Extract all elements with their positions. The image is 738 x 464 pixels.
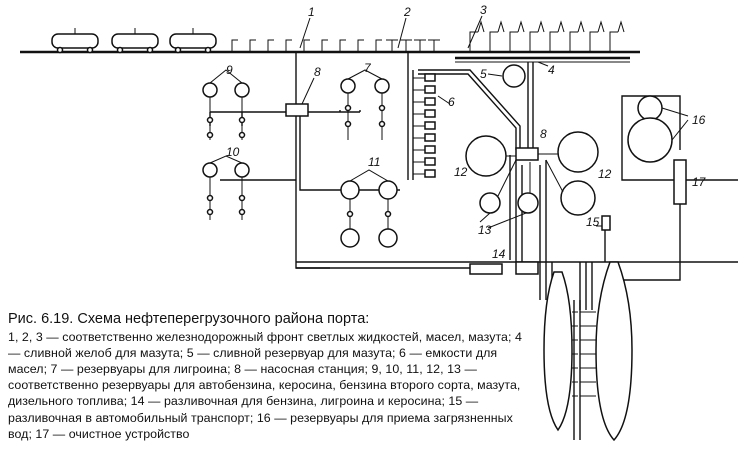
label-14: 14 xyxy=(492,247,506,261)
tank-car xyxy=(169,28,217,54)
label-1: 1 xyxy=(308,5,315,19)
label-15: 15 xyxy=(586,215,600,229)
callout-labels: 1 2 3 4 xyxy=(299,3,555,77)
label-3: 3 xyxy=(480,3,487,17)
pump-station-left xyxy=(285,103,309,117)
label-8-right: 8 xyxy=(540,127,547,141)
filling-station-14 xyxy=(469,263,503,275)
drain-trough-4 xyxy=(455,56,630,63)
waste-water-tanks-16: 16 xyxy=(627,95,706,163)
label-10: 10 xyxy=(226,145,240,159)
rail-tank-cars xyxy=(51,28,217,54)
pump-station-right xyxy=(515,147,539,161)
label-12-right: 12 xyxy=(598,167,612,181)
loading-stands-front-1 xyxy=(231,39,382,52)
auto-filling-15 xyxy=(601,215,611,231)
label-7: 7 xyxy=(364,61,372,75)
figure-caption: Рис. 6.19. Схема нефтеперегрузочного рай… xyxy=(8,311,528,442)
oil-containers-6: 6 xyxy=(424,73,455,178)
label-4: 4 xyxy=(548,63,555,77)
label-2: 2 xyxy=(403,5,411,19)
ligroin-tanks-7: 7 xyxy=(340,61,390,140)
tank-car xyxy=(51,28,99,54)
label-6: 6 xyxy=(448,95,455,109)
label-13: 13 xyxy=(478,223,492,237)
label-17: 17 xyxy=(692,175,707,189)
pier-tankers xyxy=(543,261,633,442)
label-12-left: 12 xyxy=(454,165,468,179)
label-11: 11 xyxy=(368,155,380,169)
diesel-tanks-13: 13 xyxy=(478,159,539,237)
drain-tank-5 xyxy=(502,64,526,88)
caption-body: 1, 2, 3 — соответственно железнодорожный… xyxy=(8,329,522,441)
label-9: 9 xyxy=(226,63,233,77)
loading-stands-front-3 xyxy=(469,20,625,52)
label-8-left: 8 xyxy=(314,65,321,79)
kerosene-tanks-10: 10 xyxy=(202,145,250,220)
treatment-device-17 xyxy=(673,159,687,205)
loading-stands-front-2 xyxy=(386,39,440,52)
gasoline2-tanks-11: 11 xyxy=(340,155,398,248)
label-16: 16 xyxy=(692,113,706,127)
mazut-tanks-12: 12 12 xyxy=(454,131,612,216)
tank-car xyxy=(111,28,159,54)
gasoline-tanks-9: 9 xyxy=(202,63,250,140)
caption-title: Рис. 6.19. Схема нефтеперегрузочного рай… xyxy=(8,311,370,327)
label-5: 5 xyxy=(480,67,487,81)
filling-block xyxy=(515,261,539,275)
